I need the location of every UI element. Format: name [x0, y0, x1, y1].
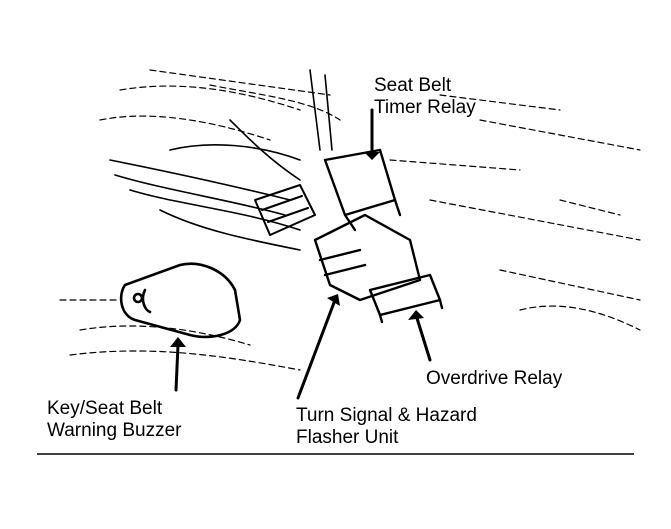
label-line: Warning Buzzer — [47, 420, 182, 441]
label-line: Timer Relay — [374, 97, 476, 118]
label-seat-belt-timer-relay: Seat Belt Timer Relay — [374, 75, 476, 119]
label-line: Flasher Unit — [296, 427, 399, 448]
overdrive-relay-body — [368, 273, 444, 324]
label-line: Turn Signal & Hazard — [296, 405, 477, 426]
timer-relay-body — [323, 148, 402, 232]
label-line: Key/Seat Belt — [47, 398, 163, 419]
harness-connector — [254, 184, 316, 236]
label-line: Overdrive Relay — [426, 368, 563, 389]
leader-arrows — [174, 108, 432, 400]
flasher-unit-body — [313, 213, 422, 302]
dashboard-structure — [59, 69, 641, 371]
label-overdrive-relay: Overdrive Relay — [426, 368, 562, 390]
label-key-seat-belt-warning-buzzer: Key/Seat Belt Warning Buzzer — [47, 398, 181, 442]
arrowheads — [170, 152, 424, 347]
label-turn-signal-hazard-flasher: Turn Signal & Hazard Flasher Unit — [296, 405, 477, 449]
buzzer-body — [119, 262, 242, 339]
label-line: Seat Belt — [374, 75, 452, 96]
